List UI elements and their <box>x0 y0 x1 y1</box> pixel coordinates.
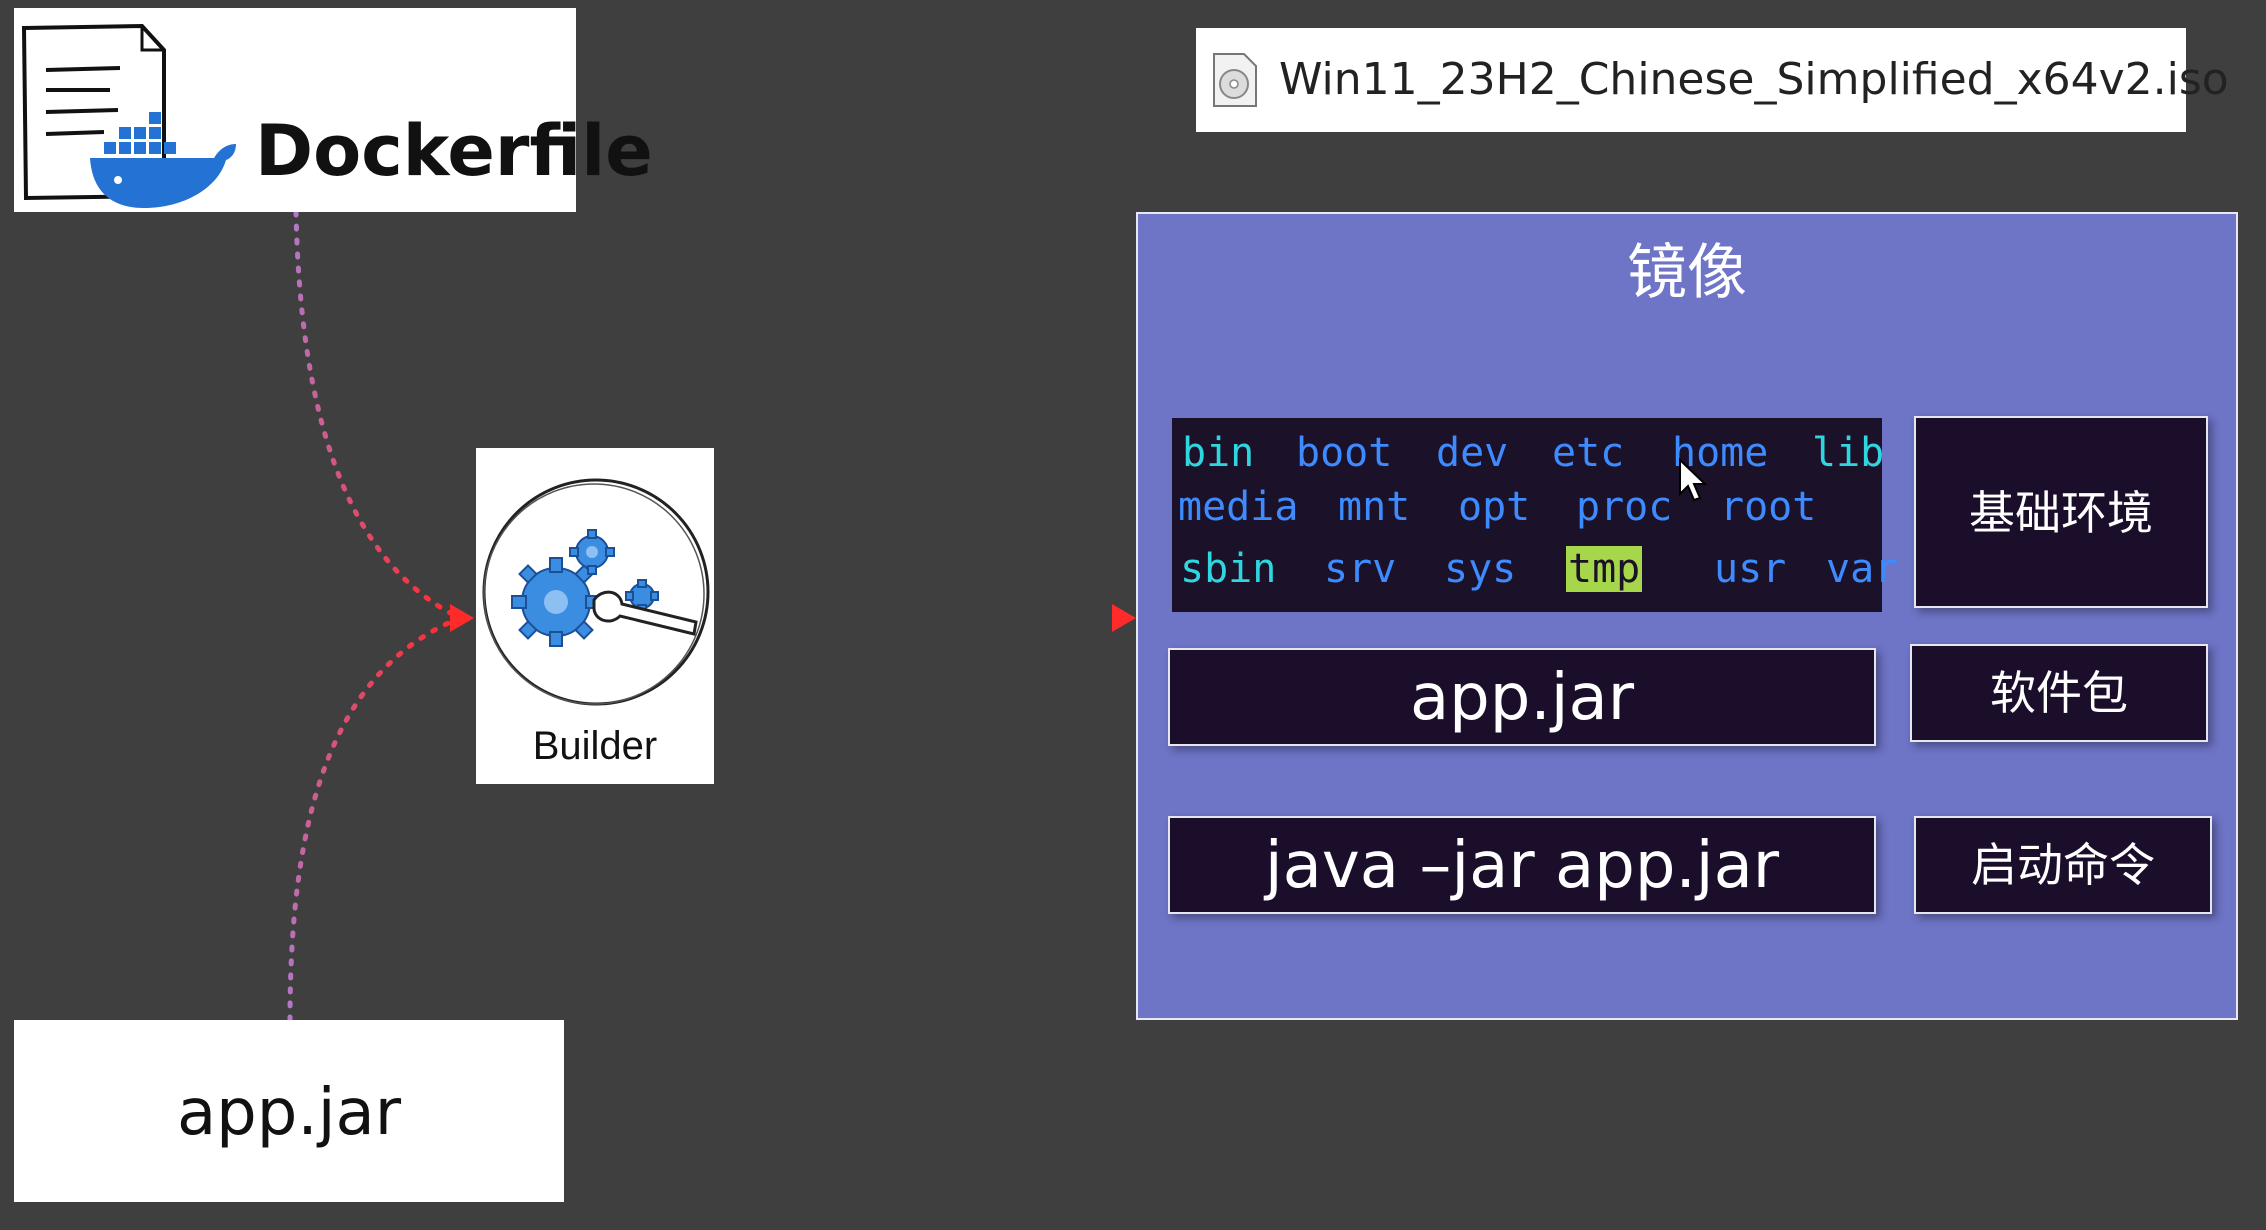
builder-arrowhead <box>450 604 474 632</box>
image-title: 镜像 <box>1627 238 1747 308</box>
dir-tmp: tmp <box>1566 546 1643 592</box>
image-panel: 镜像 bin boot dev etc home lib media mnt o… <box>1136 212 2238 1020</box>
image-arrowhead <box>1112 604 1136 632</box>
software-package-block: 软件包 <box>1910 644 2208 742</box>
dockerfile-card: Dockerfile <box>14 8 653 212</box>
dir-root: root <box>1720 484 1817 530</box>
dockerfile-label: Dockerfile <box>255 110 653 192</box>
dir-opt: opt <box>1458 484 1531 530</box>
disc-image-file-icon <box>1213 53 1257 107</box>
start-command-label: 启动命令 <box>1971 838 2155 892</box>
builder-label: Builder <box>532 724 658 768</box>
dir-sbin: sbin <box>1180 546 1277 592</box>
docker-whale-icon <box>21 23 236 208</box>
builder-card: Builder <box>476 448 714 784</box>
base-environment-label: 基础环境 <box>1969 486 2153 540</box>
dir-mnt: mnt <box>1338 484 1411 530</box>
software-package-label: 软件包 <box>1990 666 2128 720</box>
gears-icon <box>482 478 710 706</box>
start-command-block: 启动命令 <box>1914 816 2212 914</box>
mouse-cursor-icon <box>1679 458 1708 502</box>
source-jar-card: app.jar <box>14 1020 564 1202</box>
dir-usr: usr <box>1714 546 1787 592</box>
iso-file-bar[interactable]: Win11_23H2_Chinese_Simplified_x64v2.iso <box>1196 28 2229 132</box>
source-jar-label: app.jar <box>176 1076 402 1150</box>
jar-to-builder-arrow <box>287 615 463 1023</box>
dir-bin: bin <box>1182 430 1255 476</box>
dir-srv: srv <box>1324 546 1397 592</box>
image-app-jar-block: app.jar <box>1168 648 1876 746</box>
dir-var: var <box>1826 546 1899 592</box>
dir-etc: etc <box>1552 430 1625 476</box>
dockerfile-to-builder-arrow <box>293 209 463 621</box>
iso-filename: Win11_23H2_Chinese_Simplified_x64v2.iso <box>1279 54 2229 105</box>
java-command-block: java –jar app.jar <box>1168 816 1876 914</box>
dir-lib: lib <box>1812 430 1885 476</box>
dir-boot: boot <box>1296 430 1393 476</box>
image-app-jar-label: app.jar <box>1409 661 1635 735</box>
base-environment-block: 基础环境 <box>1914 416 2208 608</box>
dir-proc: proc <box>1576 484 1673 530</box>
dir-media: media <box>1178 484 1299 530</box>
linux-directory-block: bin boot dev etc home lib media mnt opt … <box>1172 418 1898 612</box>
dir-dev: dev <box>1436 430 1509 476</box>
java-command-label: java –jar app.jar <box>1264 829 1780 903</box>
dir-sys: sys <box>1444 546 1517 592</box>
